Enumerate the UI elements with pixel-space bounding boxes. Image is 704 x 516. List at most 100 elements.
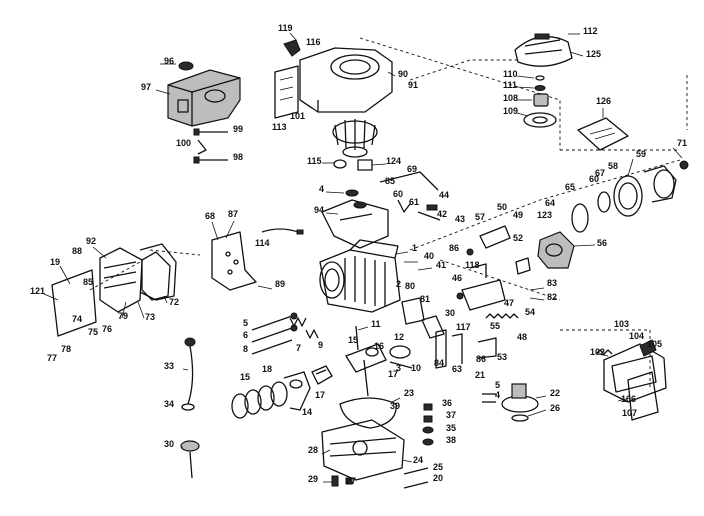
crankshaft [345,325,387,397]
key-ring [333,159,373,197]
air-intake-parts [571,160,689,233]
callout-c27: 27 [346,476,356,486]
callout-c21: 21 [475,370,485,380]
callout-c105: 105 [647,339,662,349]
pulley [501,383,539,422]
callout-c41: 41 [436,260,446,270]
callout-c115: 115 [307,156,322,166]
leader-lines [43,32,683,483]
callout-c100: 100 [176,138,191,148]
callout-c67: 67 [595,168,605,178]
deflector-plate [51,269,97,337]
callout-c35: 35 [446,423,456,433]
rewind-starter [514,33,573,67]
callout-c36: 36 [442,398,452,408]
muffler [99,243,177,313]
cam-gear [389,345,413,369]
callout-c84: 84 [434,358,444,368]
callout-c30b: 30 [164,439,174,449]
callout-c124: 124 [386,156,401,166]
callout-c20: 20 [433,473,443,483]
control-brackets [401,297,497,369]
callout-c73: 73 [145,312,155,322]
callout-c90: 90 [398,69,408,79]
screen-plate [274,65,299,119]
callout-c63: 63 [452,364,462,374]
callout-c28: 28 [308,445,318,455]
callout-c40: 40 [424,251,434,261]
callout-c9: 9 [318,340,323,350]
callout-c92: 92 [86,236,96,246]
callout-c110: 110 [503,69,518,79]
callout-c59: 59 [636,149,646,159]
callout-c11: 11 [371,319,381,329]
callout-c58: 58 [608,161,618,171]
air-filter-housing [167,61,241,127]
callout-c72: 72 [169,297,179,307]
callout-c112: 112 [583,26,598,36]
muffler-bracket [211,231,257,291]
piston [311,365,333,385]
starter-cup [523,75,557,128]
sump-gasket [339,397,397,429]
piston-rings [231,381,288,419]
callout-c60: 60 [589,174,599,184]
callout-c43: 43 [455,214,465,224]
callout-c107: 107 [622,408,637,418]
fuel-line-spring [595,349,613,355]
callout-c97: 97 [141,82,151,92]
wire [261,228,304,235]
callout-c87: 87 [228,209,238,219]
governor-link [379,171,441,221]
callout-c16: 16 [374,341,384,351]
callout-c71: 71 [677,138,687,148]
callout-c116: 116 [306,37,321,47]
callout-c3: 3 [396,363,401,373]
callout-c89: 89 [275,279,285,289]
callout-c52: 52 [513,233,523,243]
callout-c80: 80 [405,281,415,291]
callout-c46: 46 [452,273,462,283]
fuel-tank-bracket [627,371,659,421]
callout-c7: 7 [296,343,301,353]
callout-c53: 53 [497,352,507,362]
callout-c99a: 99 [233,124,243,134]
callout-c56: 56 [597,238,607,248]
callout-c47: 47 [504,298,514,308]
callout-c118: 118 [465,260,480,270]
callout-c85: 85 [385,176,395,186]
callout-c23: 23 [404,388,414,398]
valves [251,312,298,355]
callout-c2: 2 [396,279,401,289]
screws-group-a [193,128,228,164]
callout-c111: 111 [503,80,517,90]
callout-c5: 5 [243,318,248,328]
connecting-rod [283,371,311,411]
engine-sump [321,419,405,481]
callout-c37: 37 [446,410,456,420]
callout-c103: 103 [614,319,629,329]
callout-c68: 68 [205,211,215,221]
callout-c60b: 60 [393,189,403,199]
callout-c18: 18 [262,364,272,374]
callout-c48: 48 [517,332,527,342]
callout-c4b: 4 [495,390,500,400]
callout-c15b: 15 [240,372,250,382]
callout-c55: 55 [490,321,500,331]
callout-c1: 1 [412,243,417,253]
callout-c75: 75 [88,327,98,337]
callout-c102: 102 [590,347,605,357]
blower-housing [299,47,393,113]
callout-c91: 91 [408,80,418,90]
callout-c54: 54 [525,307,535,317]
callout-c57: 57 [475,212,485,222]
callout-c61: 61 [409,197,419,207]
valve-springs [289,317,319,339]
callout-c96: 96 [164,56,174,66]
assembly-guide-lines [89,37,688,390]
callout-c4: 4 [319,184,324,194]
callout-c85b: 85 [83,277,93,287]
callout-labels: 1191169697909111212511011110810912611310… [30,23,687,486]
callout-c119: 119 [278,23,293,33]
